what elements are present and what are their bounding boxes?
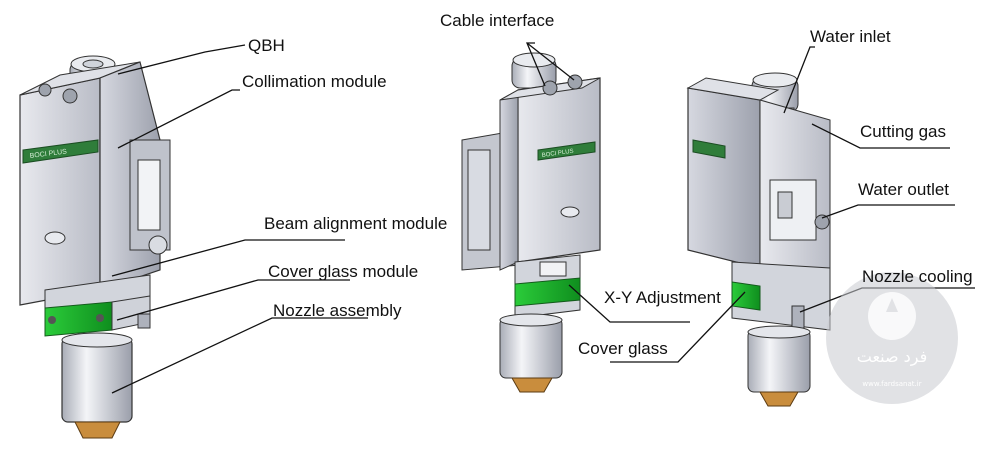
left-device-marking: BOCI PLUS: [29, 148, 67, 160]
label-qbh: QBH: [248, 36, 285, 55]
leader-cover-glass-module: [116, 279, 350, 321]
label-cover-glass: Cover glass: [578, 339, 668, 358]
label-nozzle-cooling: Nozzle cooling: [862, 267, 973, 286]
label-water-inlet: Water inlet: [810, 27, 891, 46]
middle-cutting-head: BOCI PLUS: [461, 52, 601, 393]
leader-cover-glass: [610, 291, 746, 363]
leader-beam-alignment-module: [111, 239, 345, 277]
leader-xy-adjustment: [568, 284, 690, 323]
leader-collimation-module: [117, 89, 240, 149]
watermark-logo: فرد صنعت www.fardsanat.ir: [826, 272, 958, 404]
watermark-url: www.fardsanat.ir: [862, 380, 921, 388]
label-collimation-module: Collimation module: [242, 72, 387, 91]
label-beam-alignment-module: Beam alignment module: [264, 214, 448, 233]
leader-cutting-gas: [811, 123, 950, 149]
leader-cable-interface-2: [526, 42, 575, 81]
leader-water-inlet: [783, 46, 815, 114]
leader-nozzle-assembly: [111, 317, 368, 394]
label-cutting-gas: Cutting gas: [860, 122, 946, 141]
right-cutting-head: [686, 72, 831, 407]
leader-qbh: [117, 44, 246, 75]
label-cover-glass-module: Cover glass module: [268, 262, 419, 281]
middle-device-marking: BOCI PLUS: [541, 149, 574, 159]
label-water-outlet: Water outlet: [858, 180, 950, 199]
left-cutting-head: BOCI PLUS: [19, 55, 171, 439]
leader-water-outlet: [821, 204, 955, 219]
label-nozzle-assembly: Nozzle assembly: [273, 301, 402, 320]
label-xy-adjustment: X-Y Adjustment: [604, 288, 721, 307]
watermark-title: فرد صنعت: [857, 347, 928, 367]
leader-lines: [111, 42, 975, 394]
label-cable-interface: Cable interface: [440, 11, 555, 30]
